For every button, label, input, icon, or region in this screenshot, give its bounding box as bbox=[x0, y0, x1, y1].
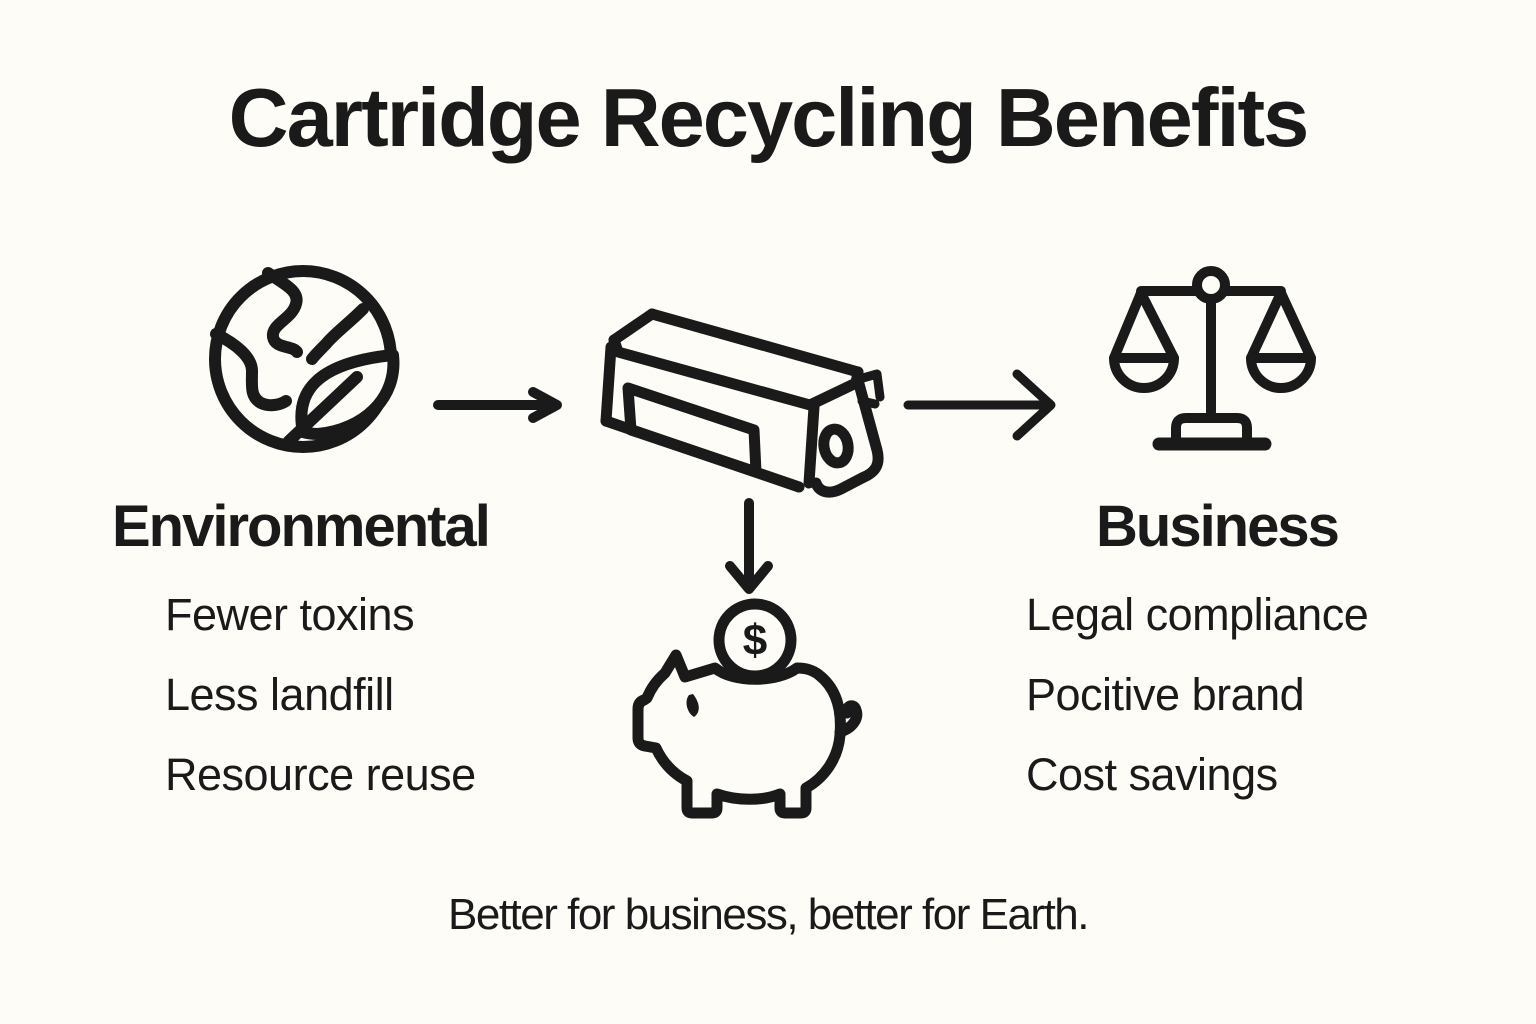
piggy-bank-icon: $ bbox=[632, 598, 863, 819]
earth-leaf-icon bbox=[209, 265, 400, 453]
arrow-down-icon bbox=[725, 498, 773, 594]
arrow-right-icon bbox=[903, 369, 1056, 441]
piggy-eye bbox=[686, 694, 699, 717]
business-item: Pocitive brand bbox=[1026, 669, 1305, 720]
page-title: Cartridge Recycling Benefits bbox=[228, 71, 1310, 164]
balance-scale-icon bbox=[1109, 266, 1316, 451]
toner-cartridge-icon bbox=[600, 308, 885, 498]
tagline: Better for business, better for Earth. bbox=[448, 890, 1090, 939]
dollar-sign: $ bbox=[743, 616, 767, 665]
arrow-right-icon bbox=[433, 387, 562, 423]
business-item: Cost savings bbox=[1026, 749, 1278, 800]
environmental-item: Resource reuse bbox=[165, 749, 476, 800]
dollar-coin-icon: $ bbox=[713, 598, 797, 682]
environmental-heading: Environmental bbox=[112, 494, 491, 559]
environmental-item: Less landfill bbox=[165, 669, 394, 720]
environmental-item: Fewer toxins bbox=[165, 589, 415, 640]
business-heading: Business bbox=[1096, 494, 1340, 559]
business-item: Legal compliance bbox=[1026, 589, 1369, 640]
